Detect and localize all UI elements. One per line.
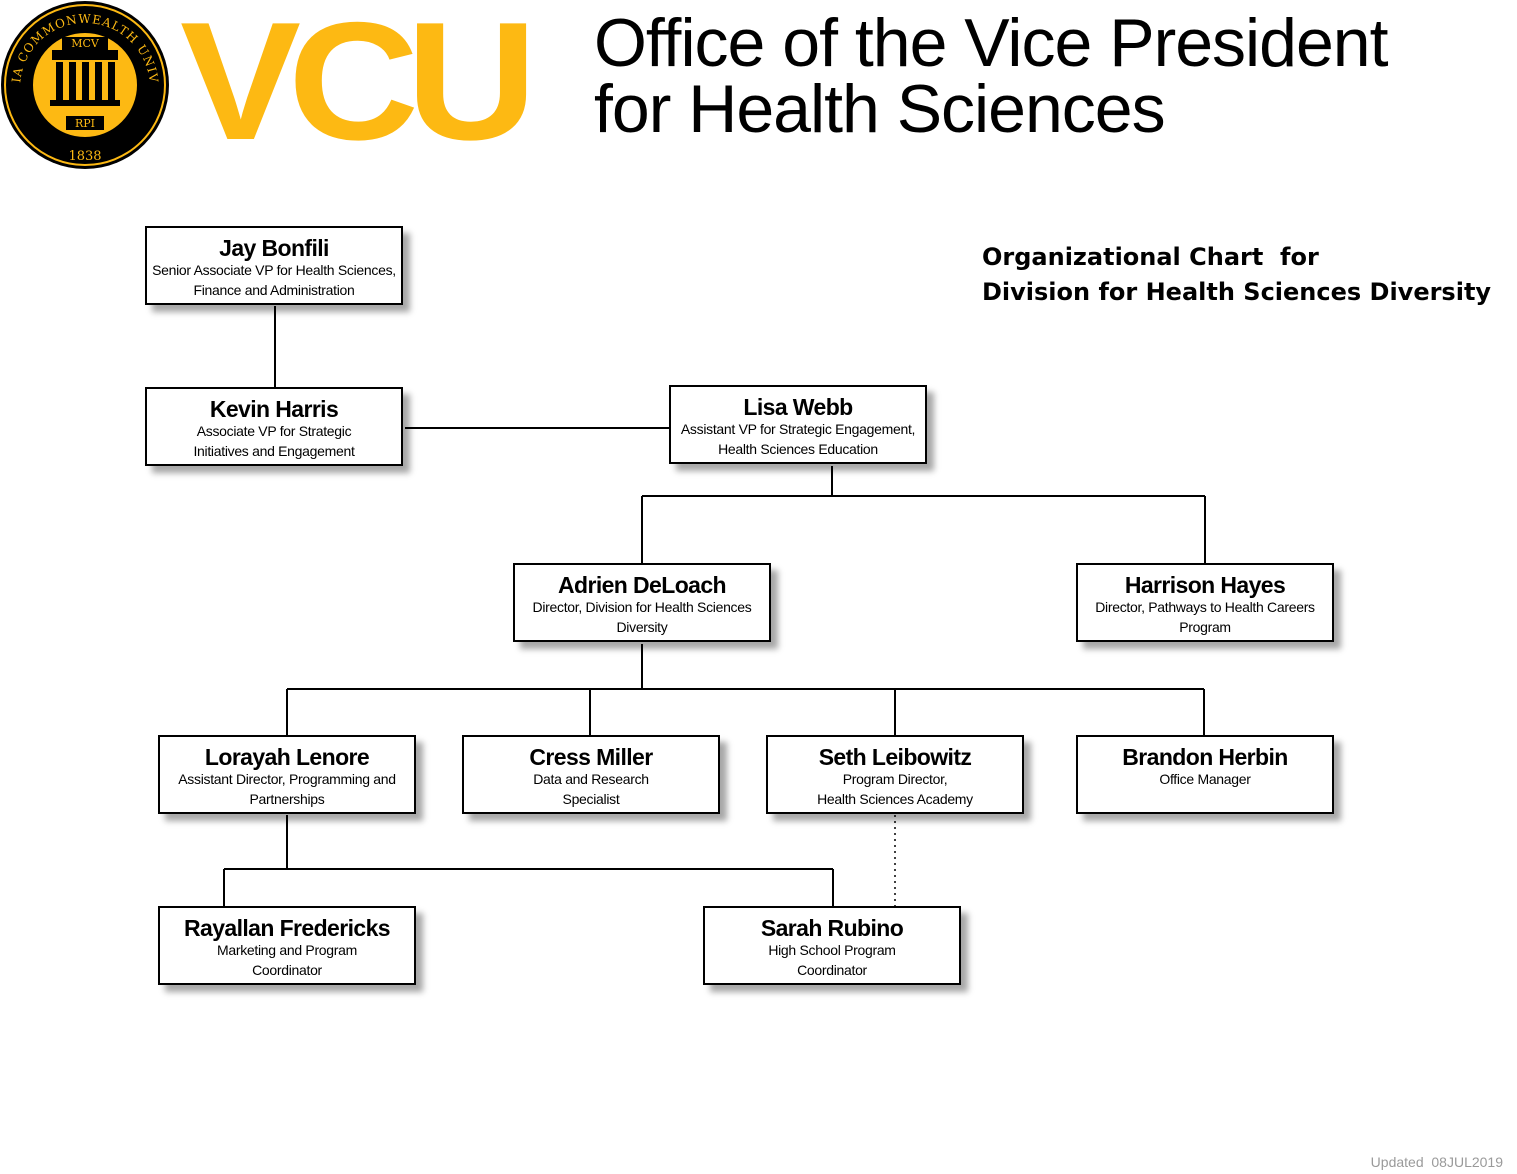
node-role: Associate VP for Strategic <box>196 423 352 439</box>
node-role: Health Sciences Education <box>718 441 878 457</box>
node-role: Assistant VP for Strategic Engagement, <box>680 421 916 437</box>
vcu-seal-logo: VIRGINIA COMMONWEALTH UNIVERSITY MCV RPI… <box>0 0 169 169</box>
node-name: Lisa Webb <box>743 394 853 420</box>
updated-date: Updated 08JUL2019 <box>1370 1154 1503 1170</box>
node-role: High School Program <box>768 942 896 958</box>
node-role: Partnerships <box>249 791 325 807</box>
node-rayallan-fredericks: Rayallan Fredericks Marketing and Progra… <box>158 906 416 985</box>
chart-title: Organizational Chart for Division for He… <box>982 240 1491 310</box>
office-title: Office of the Vice President for Health … <box>594 5 1389 147</box>
node-name: Harrison Hayes <box>1124 572 1286 598</box>
node-role: Initiatives and Engagement <box>193 443 355 459</box>
node-name: Sarah Rubino <box>760 915 904 941</box>
node-role: Diversity <box>616 619 668 635</box>
chart-title-line2: Division for Health Sciences Diversity <box>982 278 1492 306</box>
node-role: Data and Research <box>533 771 649 787</box>
node-name: Brandon Herbin <box>1122 744 1288 770</box>
node-role: Program <box>1179 619 1231 635</box>
seal-year-text: 1838 <box>68 149 101 164</box>
node-role: Specialist <box>562 791 620 807</box>
node-name: Kevin Harris <box>209 396 339 422</box>
office-title-line2: for Health Sciences <box>594 71 1166 147</box>
node-name: Cress Miller <box>529 744 653 770</box>
node-role: Coordinator <box>252 962 322 978</box>
seal-mcv-text: MCV <box>71 37 100 50</box>
node-role: Assistant Director, Programming and <box>178 771 396 787</box>
node-name: Rayallan Fredericks <box>184 915 391 941</box>
node-jay-bonfili: Jay Bonfili Senior Associate VP for Heal… <box>145 226 403 305</box>
node-role: Director, Division for Health Sciences <box>532 599 752 615</box>
office-title-line1: Office of the Vice President <box>594 5 1389 81</box>
node-harrison-hayes: Harrison Hayes Director, Pathways to Hea… <box>1076 563 1334 642</box>
node-name: Lorayah Lenore <box>204 744 370 770</box>
node-cress-miller: Cress Miller Data and Research Specialis… <box>462 735 720 814</box>
node-lisa-webb: Lisa Webb Assistant VP for Strategic Eng… <box>669 385 927 464</box>
node-seth-leibowitz: Seth Leibowitz Program Director, Health … <box>766 735 1024 814</box>
node-role: Senior Associate VP for Health Sciences, <box>152 262 396 278</box>
vcu-wordmark: VCU <box>180 0 537 175</box>
node-brandon-herbin: Brandon Herbin Office Manager <box>1076 735 1334 814</box>
node-name: Jay Bonfili <box>219 235 329 261</box>
node-name: Seth Leibowitz <box>818 744 972 770</box>
node-role: Coordinator <box>797 962 867 978</box>
node-lorayah-lenore: Lorayah Lenore Assistant Director, Progr… <box>158 735 416 814</box>
node-role: Director, Pathways to Health Careers <box>1095 599 1315 615</box>
node-adrien-deloach: Adrien DeLoach Director, Division for He… <box>513 563 771 642</box>
node-role: Program Director, <box>842 771 948 787</box>
node-kevin-harris: Kevin Harris Associate VP for Strategic … <box>145 387 403 466</box>
node-name: Adrien DeLoach <box>558 572 727 598</box>
node-role: Finance and Administration <box>193 282 355 298</box>
node-sarah-rubino: Sarah Rubino High School Program Coordin… <box>703 906 961 985</box>
node-role: Office Manager <box>1159 771 1251 787</box>
seal-rpi-text: RPI <box>75 117 95 130</box>
node-role: Health Sciences Academy <box>817 791 973 807</box>
chart-title-line1: Organizational Chart for <box>982 243 1319 271</box>
node-role: Marketing and Program <box>217 942 357 958</box>
